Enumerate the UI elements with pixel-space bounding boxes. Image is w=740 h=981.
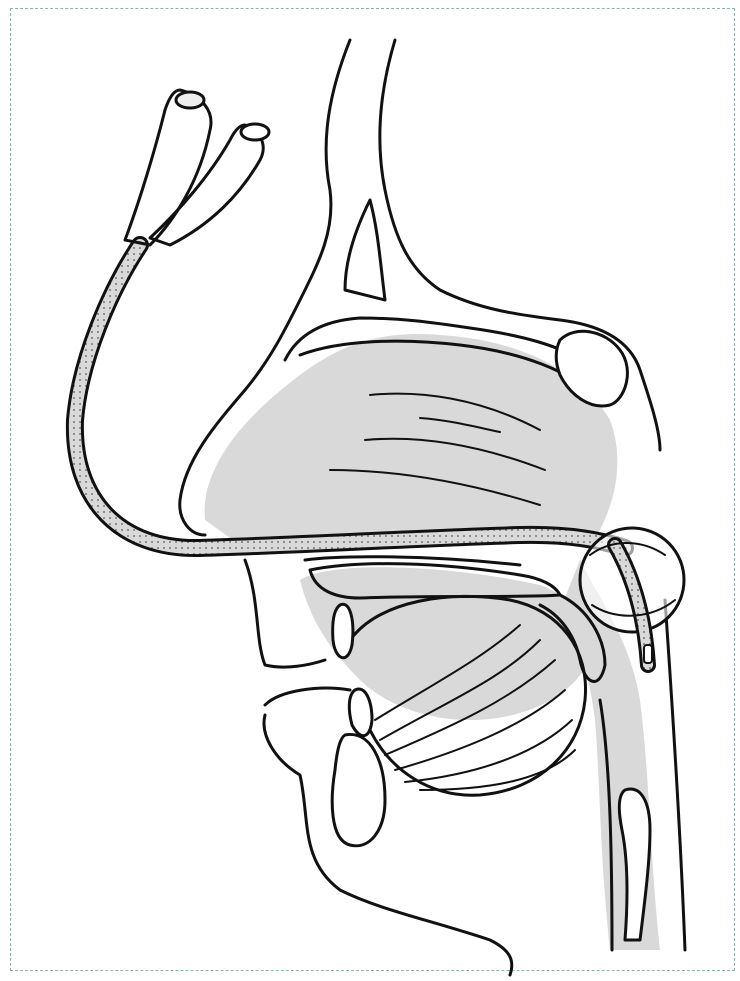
port-cap-right <box>241 124 269 140</box>
catheter-bifurcation <box>125 90 269 245</box>
catheter-tip-eyelet <box>644 645 652 663</box>
lower-lip-and-chin <box>264 688 512 975</box>
port-cap-left <box>176 92 204 108</box>
mandible <box>332 734 385 845</box>
